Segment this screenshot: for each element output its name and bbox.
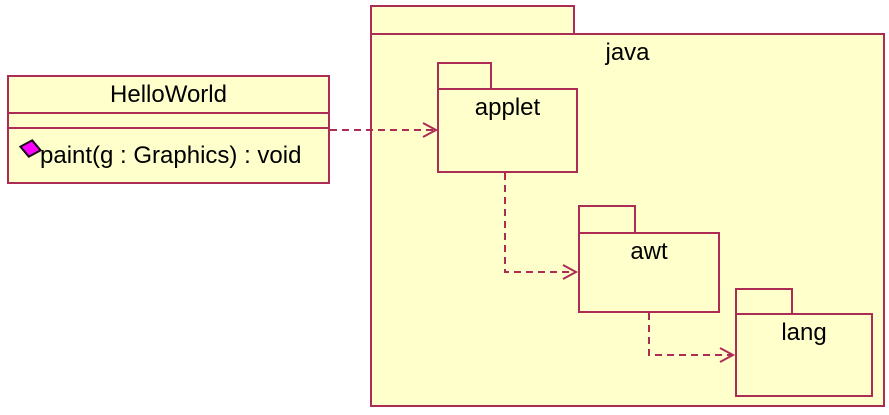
- package-lang[interactable]: lang: [735, 313, 873, 397]
- package-applet[interactable]: applet: [437, 88, 578, 173]
- package-awt-label: awt: [630, 238, 668, 265]
- package-java-tab[interactable]: [370, 5, 575, 35]
- class-attributes-compartment: [9, 114, 328, 129]
- operation-signature: paint(g : Graphics) : void: [40, 141, 302, 169]
- class-name: HelloWorld: [9, 77, 328, 114]
- package-awt[interactable]: awt: [578, 232, 720, 313]
- package-lang-label: lang: [781, 319, 827, 346]
- package-java-label: java: [605, 39, 650, 66]
- package-applet-tab[interactable]: [437, 62, 492, 90]
- package-awt-tab[interactable]: [578, 205, 636, 234]
- class-helloworld[interactable]: HelloWorld paint(g : Graphics) : void: [7, 75, 330, 184]
- operation-diamond-icon: [18, 139, 43, 158]
- class-operations-compartment: paint(g : Graphics) : void: [9, 129, 328, 182]
- package-applet-label: applet: [474, 94, 541, 121]
- package-lang-tab[interactable]: [735, 288, 793, 315]
